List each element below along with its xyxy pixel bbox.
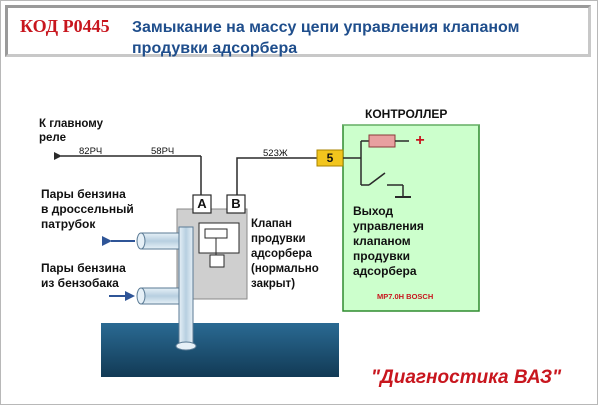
- plus-sign: +: [415, 132, 425, 149]
- valve-desc-line: закрыт): [251, 278, 296, 290]
- wire-523: [236, 157, 317, 195]
- controller-output-line: адсорбера: [353, 264, 417, 278]
- valve-desc-line: адсорбера: [251, 248, 312, 260]
- pin-b-box: [226, 194, 246, 214]
- resistor: [368, 134, 396, 148]
- pin-a-label: А: [197, 196, 207, 211]
- controller-output-line: Выход: [353, 204, 394, 218]
- vapors-tank-label: Пары бензина из бензобака: [41, 261, 126, 291]
- title-line-1: Замыкание на массу цепи управления клапа…: [132, 19, 520, 36]
- pin-b-label: В: [231, 196, 241, 211]
- vapors-throttle-label: Пары бензина в дроссельный патрубок: [41, 187, 134, 232]
- error-code: КОД Р0445: [20, 16, 110, 36]
- pipe-outlet: [175, 341, 197, 351]
- controller-title: КОНТРОЛЛЕР: [365, 107, 448, 121]
- main-relay-line-1: К главному: [39, 118, 104, 130]
- controller-output-text: Выход управления клапаном продувки адсор…: [353, 204, 424, 279]
- main-relay-line-2: реле: [39, 132, 66, 144]
- valve-description: Клапан продувки адсорбера (нормально зак…: [251, 217, 319, 292]
- flow-arrow-tank-head: [125, 291, 135, 301]
- pipe-end-top: [136, 232, 146, 250]
- vapors-throttle-line: Пары бензина: [41, 187, 126, 201]
- solenoid-winding: [204, 228, 228, 239]
- switch-blade: [368, 172, 386, 186]
- title-line-2: продувки адсорбера: [132, 40, 298, 57]
- pipe-end-bottom: [136, 287, 146, 305]
- engine-base: [101, 323, 339, 377]
- controller-output-line: продувки: [353, 249, 410, 263]
- controller-output-line: клапаном: [353, 234, 411, 248]
- controller-model: MP7.0H BOSCH: [377, 292, 434, 301]
- pin-5-label: 5: [326, 151, 334, 165]
- pipe-vertical: [178, 226, 194, 346]
- valve-seat: [209, 254, 225, 268]
- wire-58-label: 58РЧ: [151, 146, 175, 157]
- valve-desc-line: (нормально: [251, 263, 319, 275]
- controller-output-line: управления: [353, 219, 424, 233]
- brand-label: "Диагностика ВАЗ": [371, 367, 562, 388]
- vapors-tank-line: Пары бензина: [41, 261, 126, 275]
- wire-523-label: 523Ж: [263, 148, 288, 159]
- controller-box: [342, 124, 480, 312]
- vapors-tank-line: из бензобака: [41, 276, 119, 290]
- main-relay-label: К главному реле: [39, 117, 103, 145]
- title-text: Замыкание на массу цепи управления клапа…: [132, 17, 592, 59]
- pin-a-box: [192, 194, 212, 214]
- valve-desc-line: продувки: [251, 233, 306, 245]
- valve-desc-line: Клапан: [251, 218, 293, 230]
- wire-82-label: 82РЧ: [79, 146, 103, 157]
- vapors-throttle-line: патрубок: [41, 217, 96, 231]
- vapors-throttle-line: в дроссельный: [41, 202, 134, 216]
- title-box: КОД Р0445 Замыкание на массу цепи управл…: [5, 5, 591, 57]
